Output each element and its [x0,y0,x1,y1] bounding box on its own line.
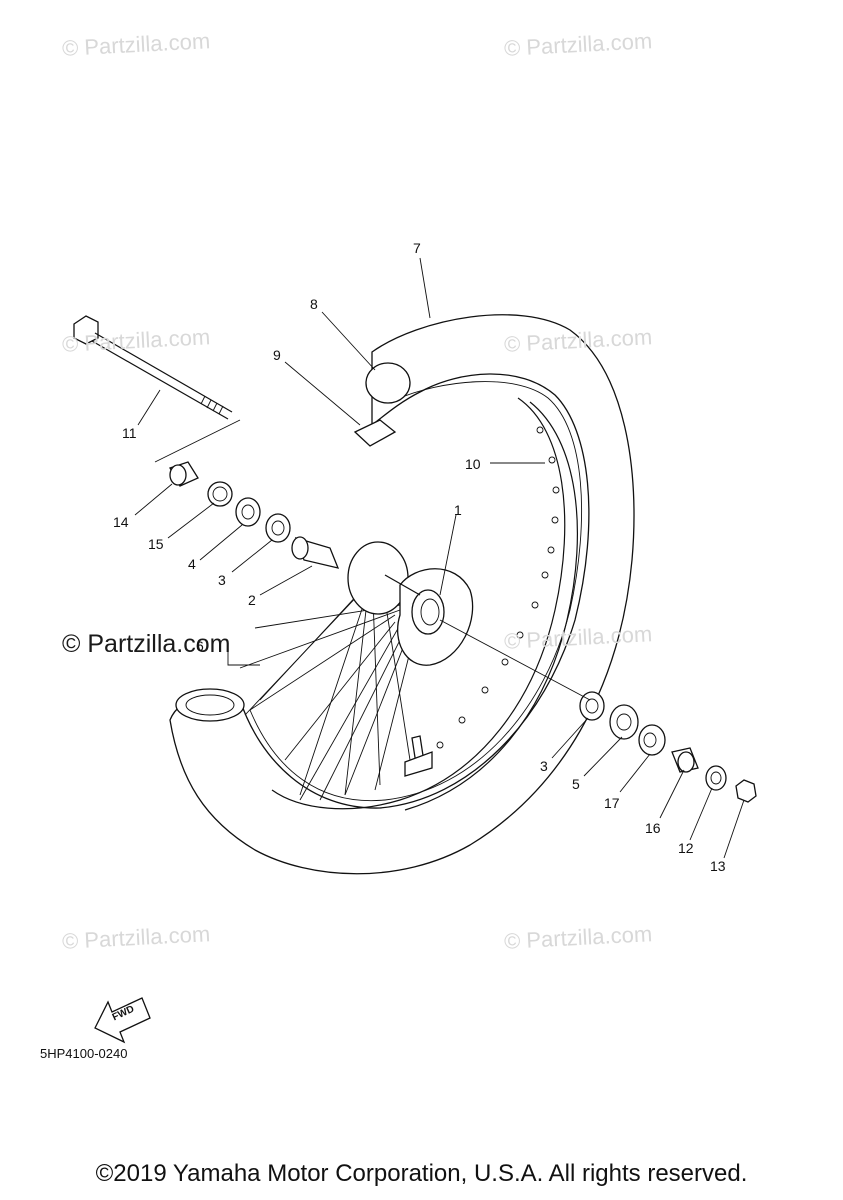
callout-7[interactable]: 7 [413,240,421,256]
callout-2[interactable]: 2 [248,592,256,608]
valve-stem-drawing [404,735,433,777]
right-parts-drawing [579,691,757,803]
callout-12[interactable]: 12 [678,840,694,856]
fwd-arrow-icon [94,997,151,1044]
watermark-strong: © Partzilla.com [62,630,231,658]
axle-drawing [73,315,233,420]
callout-3-left[interactable]: 3 [218,572,226,588]
diagram-code: 5HP4100-0240 [40,1046,128,1061]
callout-11[interactable]: 11 [122,425,137,441]
callout-14[interactable]: 14 [113,514,129,530]
callout-1[interactable]: 1 [454,502,462,518]
callout-5[interactable]: 5 [572,776,580,792]
callout-15[interactable]: 15 [148,536,164,552]
callout-9[interactable]: 9 [273,347,281,363]
rim-drawing [271,397,578,811]
callout-10[interactable]: 10 [465,456,481,472]
hub-drawing [347,541,474,666]
callout-13[interactable]: 13 [710,858,726,874]
callout-4[interactable]: 4 [188,556,196,572]
tire-drawing [169,314,635,875]
callout-8[interactable]: 8 [310,296,318,312]
callout-17[interactable]: 17 [604,795,620,811]
copyright-text: ©2019 Yamaha Motor Corporation, U.S.A. A… [95,1160,748,1187]
callout-6[interactable]: 6 [196,638,204,654]
rim-band-drawing [353,419,397,447]
left-parts-drawing [169,461,340,569]
callout-16[interactable]: 16 [645,820,661,836]
callout-3-right[interactable]: 3 [540,758,548,774]
leader-lines [134,257,745,859]
